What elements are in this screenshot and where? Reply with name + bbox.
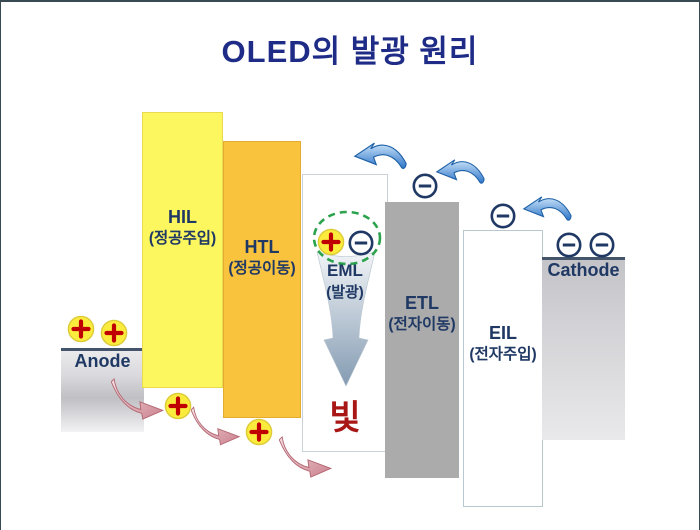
etl-abbr: ETL — [405, 293, 439, 313]
hole-icon — [317, 228, 345, 256]
emitted-light-label: 빛 — [329, 399, 361, 437]
emission-arrow-icon — [316, 251, 376, 387]
anode-label: Anode — [74, 351, 131, 371]
electron-icon — [348, 230, 374, 256]
hil-abbr: HIL — [168, 207, 197, 227]
layer-eml-label: EML (발광) — [302, 260, 388, 303]
hole-icon — [164, 392, 192, 420]
hole-hop-arrow-icon — [111, 378, 165, 420]
hole-icon — [67, 315, 95, 343]
layer-eil-label: EIL (전자주입) — [463, 321, 543, 366]
hole-hop-arrow-icon — [279, 436, 333, 478]
layer-htl-label: HTL (정공이동) — [223, 235, 301, 280]
layer-cathode-block — [542, 257, 625, 440]
hole-icon — [245, 418, 273, 446]
exciton-ring-icon — [312, 210, 382, 266]
electron-icon — [490, 203, 516, 229]
layer-etl-block — [385, 202, 459, 478]
eil-sub: (전자주입) — [469, 346, 537, 364]
electron-icon — [412, 173, 438, 199]
layer-htl-block — [223, 141, 301, 418]
layer-etl-label: ETL (전자이동) — [385, 291, 459, 336]
electron-hop-arrow-icon — [435, 159, 485, 184]
eml-abbr: EML — [327, 261, 363, 280]
etl-sub: (전자이동) — [388, 316, 456, 334]
layer-eil-block — [463, 230, 543, 507]
electron-hop-arrow-icon — [522, 196, 572, 221]
cathode-label: Cathode — [547, 260, 620, 280]
layer-hil-label: HIL (정공주입) — [142, 205, 223, 250]
electron-icon — [556, 232, 582, 258]
htl-abbr: HTL — [244, 237, 280, 257]
electron-icon — [589, 232, 615, 258]
layer-anode-block — [61, 348, 144, 432]
eml-sub: (발광) — [326, 283, 364, 301]
hole-icon — [100, 319, 128, 347]
htl-sub: (정공이동) — [228, 260, 296, 278]
electron-hop-arrow-icon — [353, 142, 407, 169]
layer-hil-block — [142, 112, 223, 388]
hole-hop-arrow-icon — [191, 406, 241, 446]
page-title: OLED의 발광 원리 — [221, 34, 479, 69]
eil-abbr: EIL — [488, 323, 517, 343]
hil-sub: (정공주입) — [148, 230, 217, 248]
